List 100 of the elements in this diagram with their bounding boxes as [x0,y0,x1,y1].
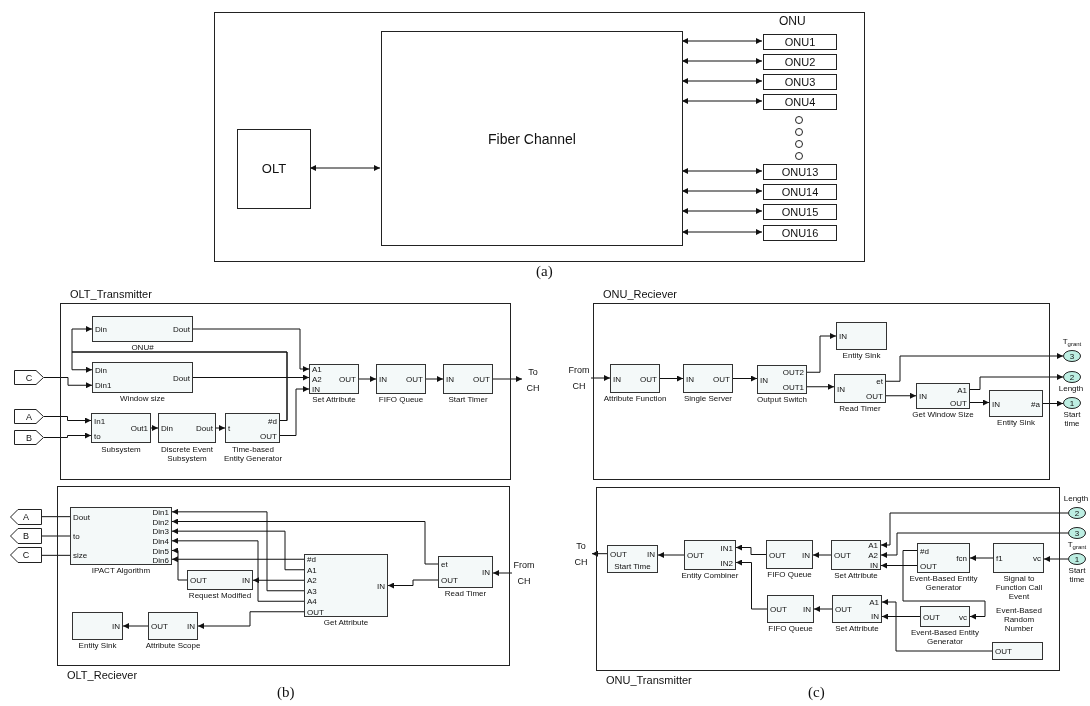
port-label: OUT [834,551,851,561]
port-label: #d [920,546,929,557]
port-label: IN [242,576,250,586]
port-label: Din [161,424,173,434]
box-label: ONU13 [781,165,819,179]
port-label: IN [613,374,621,385]
block-caption: Event-Based Random Number [995,606,1043,633]
column-heading: ONU [779,13,806,29]
block-caption: Time-based Entity Generator [222,445,284,463]
tag-label: C [22,550,30,560]
arrow [880,532,1069,558]
port-label: OUT [920,561,937,572]
port-label: Out1 [130,424,148,434]
block-caption: FIFO Queue [766,570,813,579]
terminal-label: To CH [570,538,592,570]
arrow [969,399,990,406]
port-label: OUT [260,431,277,442]
simulink-block [992,642,1043,660]
arrow [881,613,921,620]
arrow [812,552,832,558]
port-label: Din6 [152,556,169,567]
arrow [71,351,288,421]
component-box [763,164,837,180]
box-label: ONU3 [784,75,816,89]
port-label: Dout [173,373,190,384]
port-label: OUT [339,375,356,385]
double-arrow [681,208,763,214]
simulink-block [187,570,253,590]
box-label: ONU16 [781,226,819,240]
port-label: IN [379,375,387,385]
arrow [492,570,513,576]
simulink-block [304,554,388,617]
simulink-block [834,374,886,403]
simulink-block [376,364,426,394]
port-label: IN2 [720,558,733,569]
port-number: 2 [1069,372,1075,382]
port-label: Din3 [152,527,169,538]
simulink-block [767,595,814,623]
port-label: IN [377,581,385,592]
port-label: Din [95,365,107,376]
arrow [215,425,226,431]
port-label: OUT [610,549,627,560]
port-label: IN [992,399,1000,410]
arrow [192,374,310,381]
simulink-block [158,413,216,443]
block-caption: T$_{grant}$ [1066,540,1088,549]
port-circle [1068,507,1086,519]
arrow [171,537,305,602]
block-caption: Window size [119,394,166,403]
port-label: Din1 [95,381,112,392]
port-label: OUT [713,374,730,385]
port-label: IN1 [720,543,733,554]
port-label: OUT [835,605,852,615]
port-label: to [73,532,80,542]
port-label: IN [760,375,768,386]
simulink-block [72,612,123,640]
port-label: OUT [866,391,883,402]
block-caption: ONU# [130,343,155,352]
double-arrow [681,78,763,84]
simulink-block [683,364,733,393]
arrow [735,544,767,555]
arrow [813,606,833,612]
component-box [763,74,837,90]
port-label: IN [686,374,694,385]
port-label: OUT [441,576,458,586]
arrow [806,383,835,390]
tag-label: C [25,372,33,383]
block-caption: Set Attribute [833,571,879,580]
block-caption: IPACT Algorithm [90,566,152,575]
port-label: #d [307,555,316,566]
block-caption: Event-Based Entity Generator [908,574,979,592]
port-label: OUT [473,375,490,385]
arrow [881,599,993,652]
tag-label: A [26,411,32,422]
panel-title: ONU_Reciever [603,288,677,301]
port-number: 1 [1069,398,1075,408]
port-label: f1 [996,554,1003,564]
port-circle [1063,371,1081,383]
port-label: IN [803,605,811,615]
port-label: #d [268,416,277,427]
block-caption: Event-Based Entity Generator [909,628,980,646]
block-caption: Discrete Event Subsystem [160,445,214,463]
port-label: OUT [687,551,704,561]
arrow [171,518,439,565]
block-caption: Single Server [683,394,733,403]
panel-letter: (c) [808,684,825,700]
port-label: A1 [869,598,879,608]
terminal-label: To CH [522,364,544,396]
port-label: A1 [957,385,967,396]
tag-label: B [23,531,29,541]
component-box [763,34,837,50]
component-box [763,184,837,200]
block-caption: Get Window Size [911,410,975,419]
port-label: A2 [312,375,322,385]
port-label: et [876,377,883,388]
block-caption: Entity Sink [841,351,882,360]
simulink-block [438,556,493,588]
arrow [732,375,758,382]
arrow [735,559,768,610]
port-label: A1 [312,365,322,375]
